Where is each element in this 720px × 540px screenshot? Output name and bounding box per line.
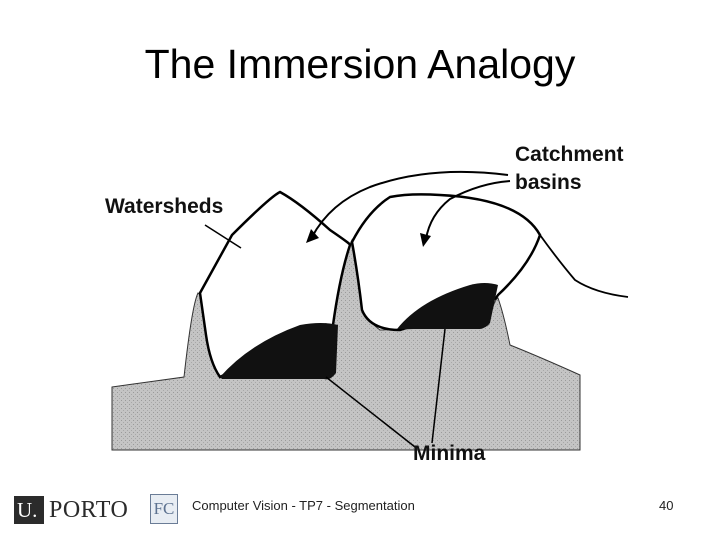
uporto-logo-text: PORTO: [49, 497, 129, 523]
course-footer-text: Computer Vision - TP7 - Segmentation: [192, 498, 415, 513]
catchment-basins-label-line1: Catchment: [515, 143, 624, 166]
catchment-arrow-right-head: [420, 233, 431, 247]
slide-title: The Immersion Analogy: [144, 41, 576, 87]
catchment-arrow-left-head: [306, 229, 319, 243]
fc-logo: FC: [150, 494, 178, 524]
slide-footer: U. PORTO FC Computer Vision - TP7 - Segm…: [0, 488, 720, 528]
immersion-diagram: Watersheds Catchment basins Minima: [100, 135, 660, 470]
watersheds-leader: [204, 224, 242, 249]
catchment-basins-label-line2: basins: [515, 171, 582, 194]
minima-leader-left: [325, 376, 416, 448]
uporto-logo-mark: U.: [14, 496, 44, 524]
watersheds-label: Watersheds: [105, 195, 224, 218]
minima-leader-right: [431, 328, 446, 444]
page-number: 40: [659, 498, 674, 513]
left-minimum: [220, 323, 338, 380]
catchment-arrow-right: [425, 180, 511, 240]
terrain-illustration: [111, 170, 629, 451]
catchment-arrow-left: [311, 170, 509, 238]
right-slope-line: [539, 234, 629, 298]
minima-label: Minima: [413, 442, 486, 465]
right-minimum: [397, 283, 498, 329]
